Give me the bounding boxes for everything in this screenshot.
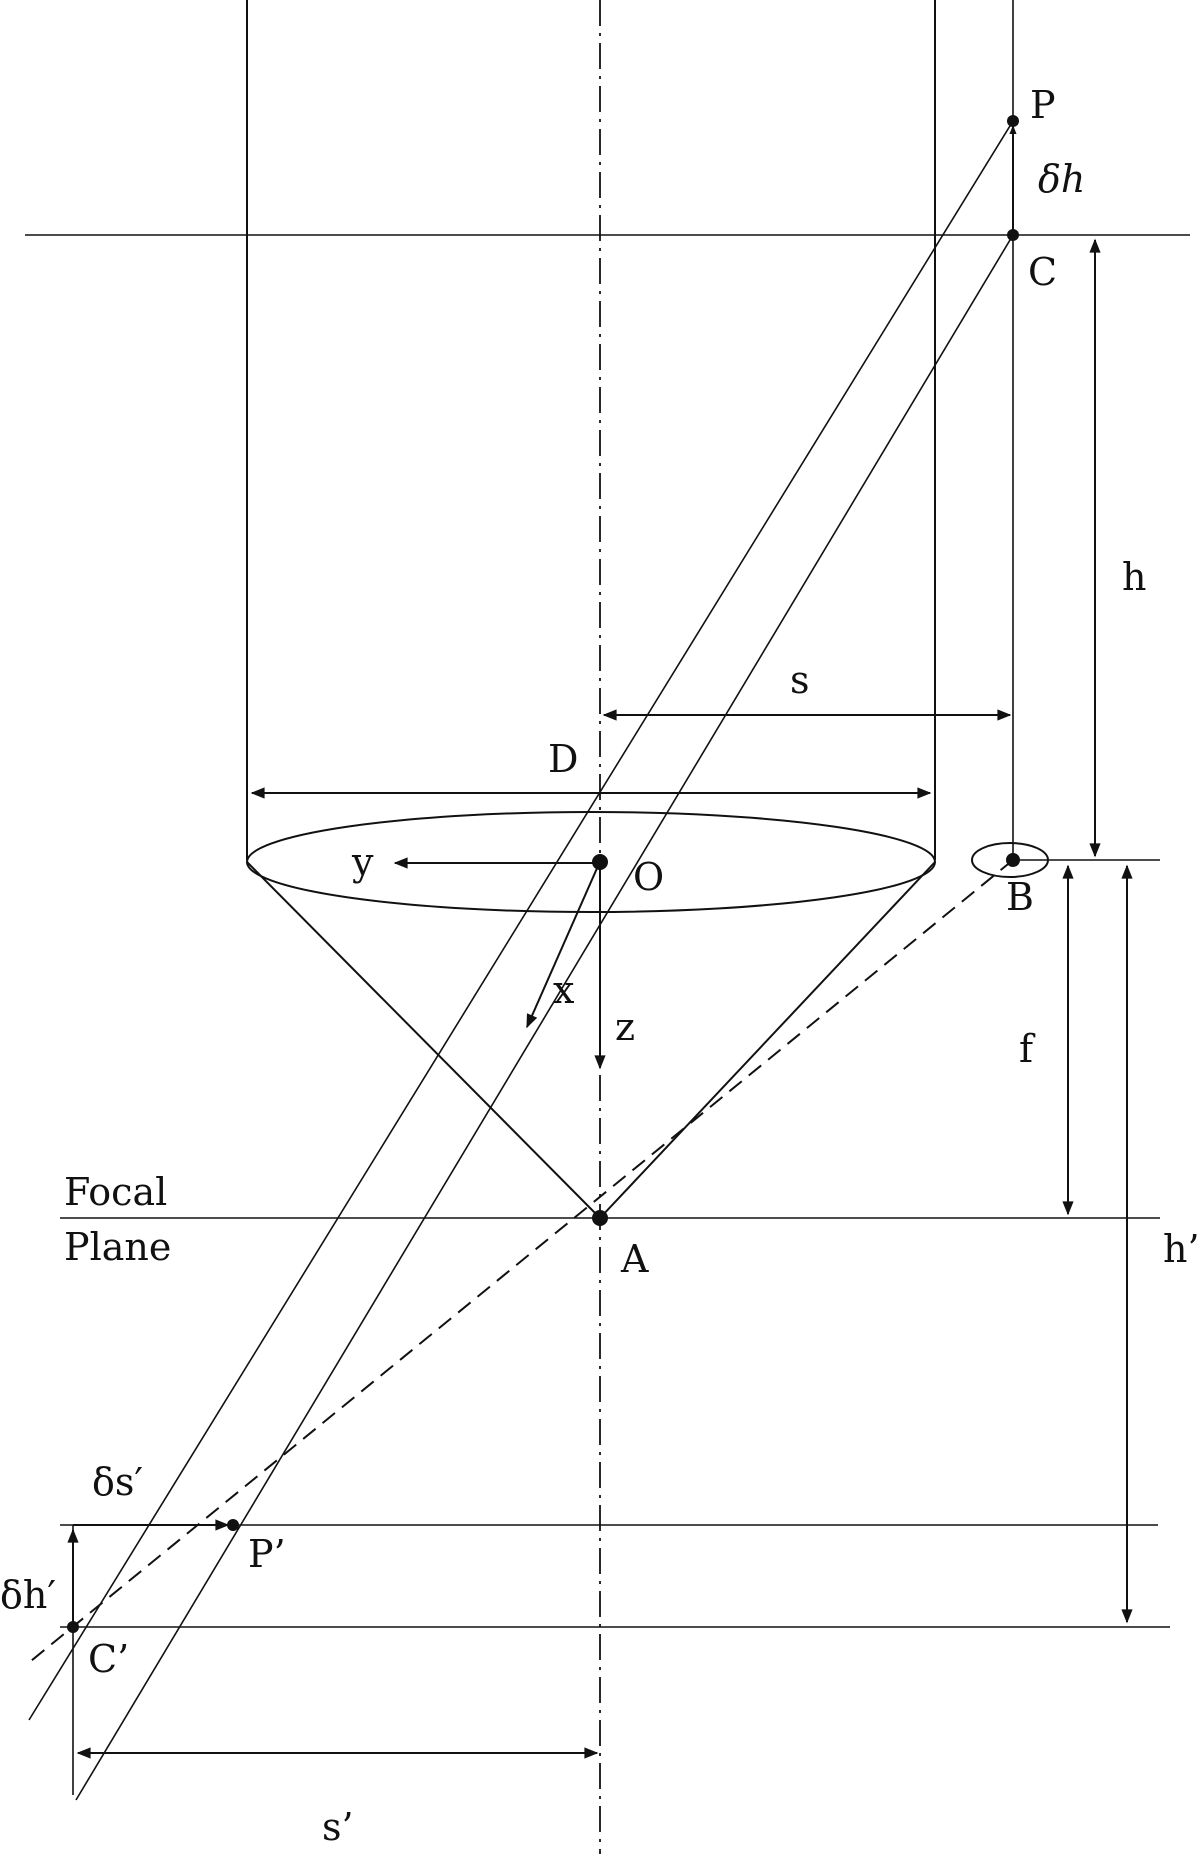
point-c-prime — [67, 1621, 79, 1633]
point-c — [1007, 229, 1019, 241]
label-z-axis: z — [615, 1005, 635, 1049]
point-p-prime — [227, 1519, 239, 1531]
label-s-prime: s’ — [322, 1805, 354, 1849]
ray-c — [75, 234, 1014, 1801]
label-h: h — [1122, 555, 1146, 599]
label-o: O — [633, 855, 664, 899]
label-x-axis: x — [553, 968, 574, 1012]
label-b: B — [1006, 875, 1034, 919]
ray-p — [28, 120, 1014, 1721]
label-p: P — [1030, 83, 1056, 127]
label-plane: Plane — [64, 1225, 171, 1269]
label-delta-h: δh — [1038, 157, 1085, 201]
point-a — [592, 1210, 608, 1226]
point-o — [592, 854, 608, 870]
label-c-prime: C’ — [88, 1637, 129, 1681]
label-y-axis: y — [351, 840, 374, 884]
label-f: f — [1019, 1027, 1036, 1071]
label-s: s — [790, 658, 810, 702]
x-axis-arrow — [526, 865, 599, 1029]
label-h-prime: h’ — [1163, 1227, 1200, 1271]
label-p-prime: P’ — [248, 1532, 286, 1576]
ray-b-dashed — [25, 859, 1014, 1666]
label-focal: Focal — [64, 1170, 167, 1214]
label-c: C — [1028, 250, 1057, 294]
cone-right — [599, 861, 936, 1219]
label-delta-h-prime: δh′ — [0, 1573, 56, 1617]
label-delta-s-prime: δs′ — [92, 1460, 143, 1504]
point-p — [1007, 115, 1019, 127]
label-d: D — [548, 737, 578, 781]
label-a: A — [620, 1237, 649, 1281]
ellipse-b — [971, 842, 1049, 878]
cone-left — [246, 861, 601, 1219]
point-b — [1006, 853, 1020, 867]
